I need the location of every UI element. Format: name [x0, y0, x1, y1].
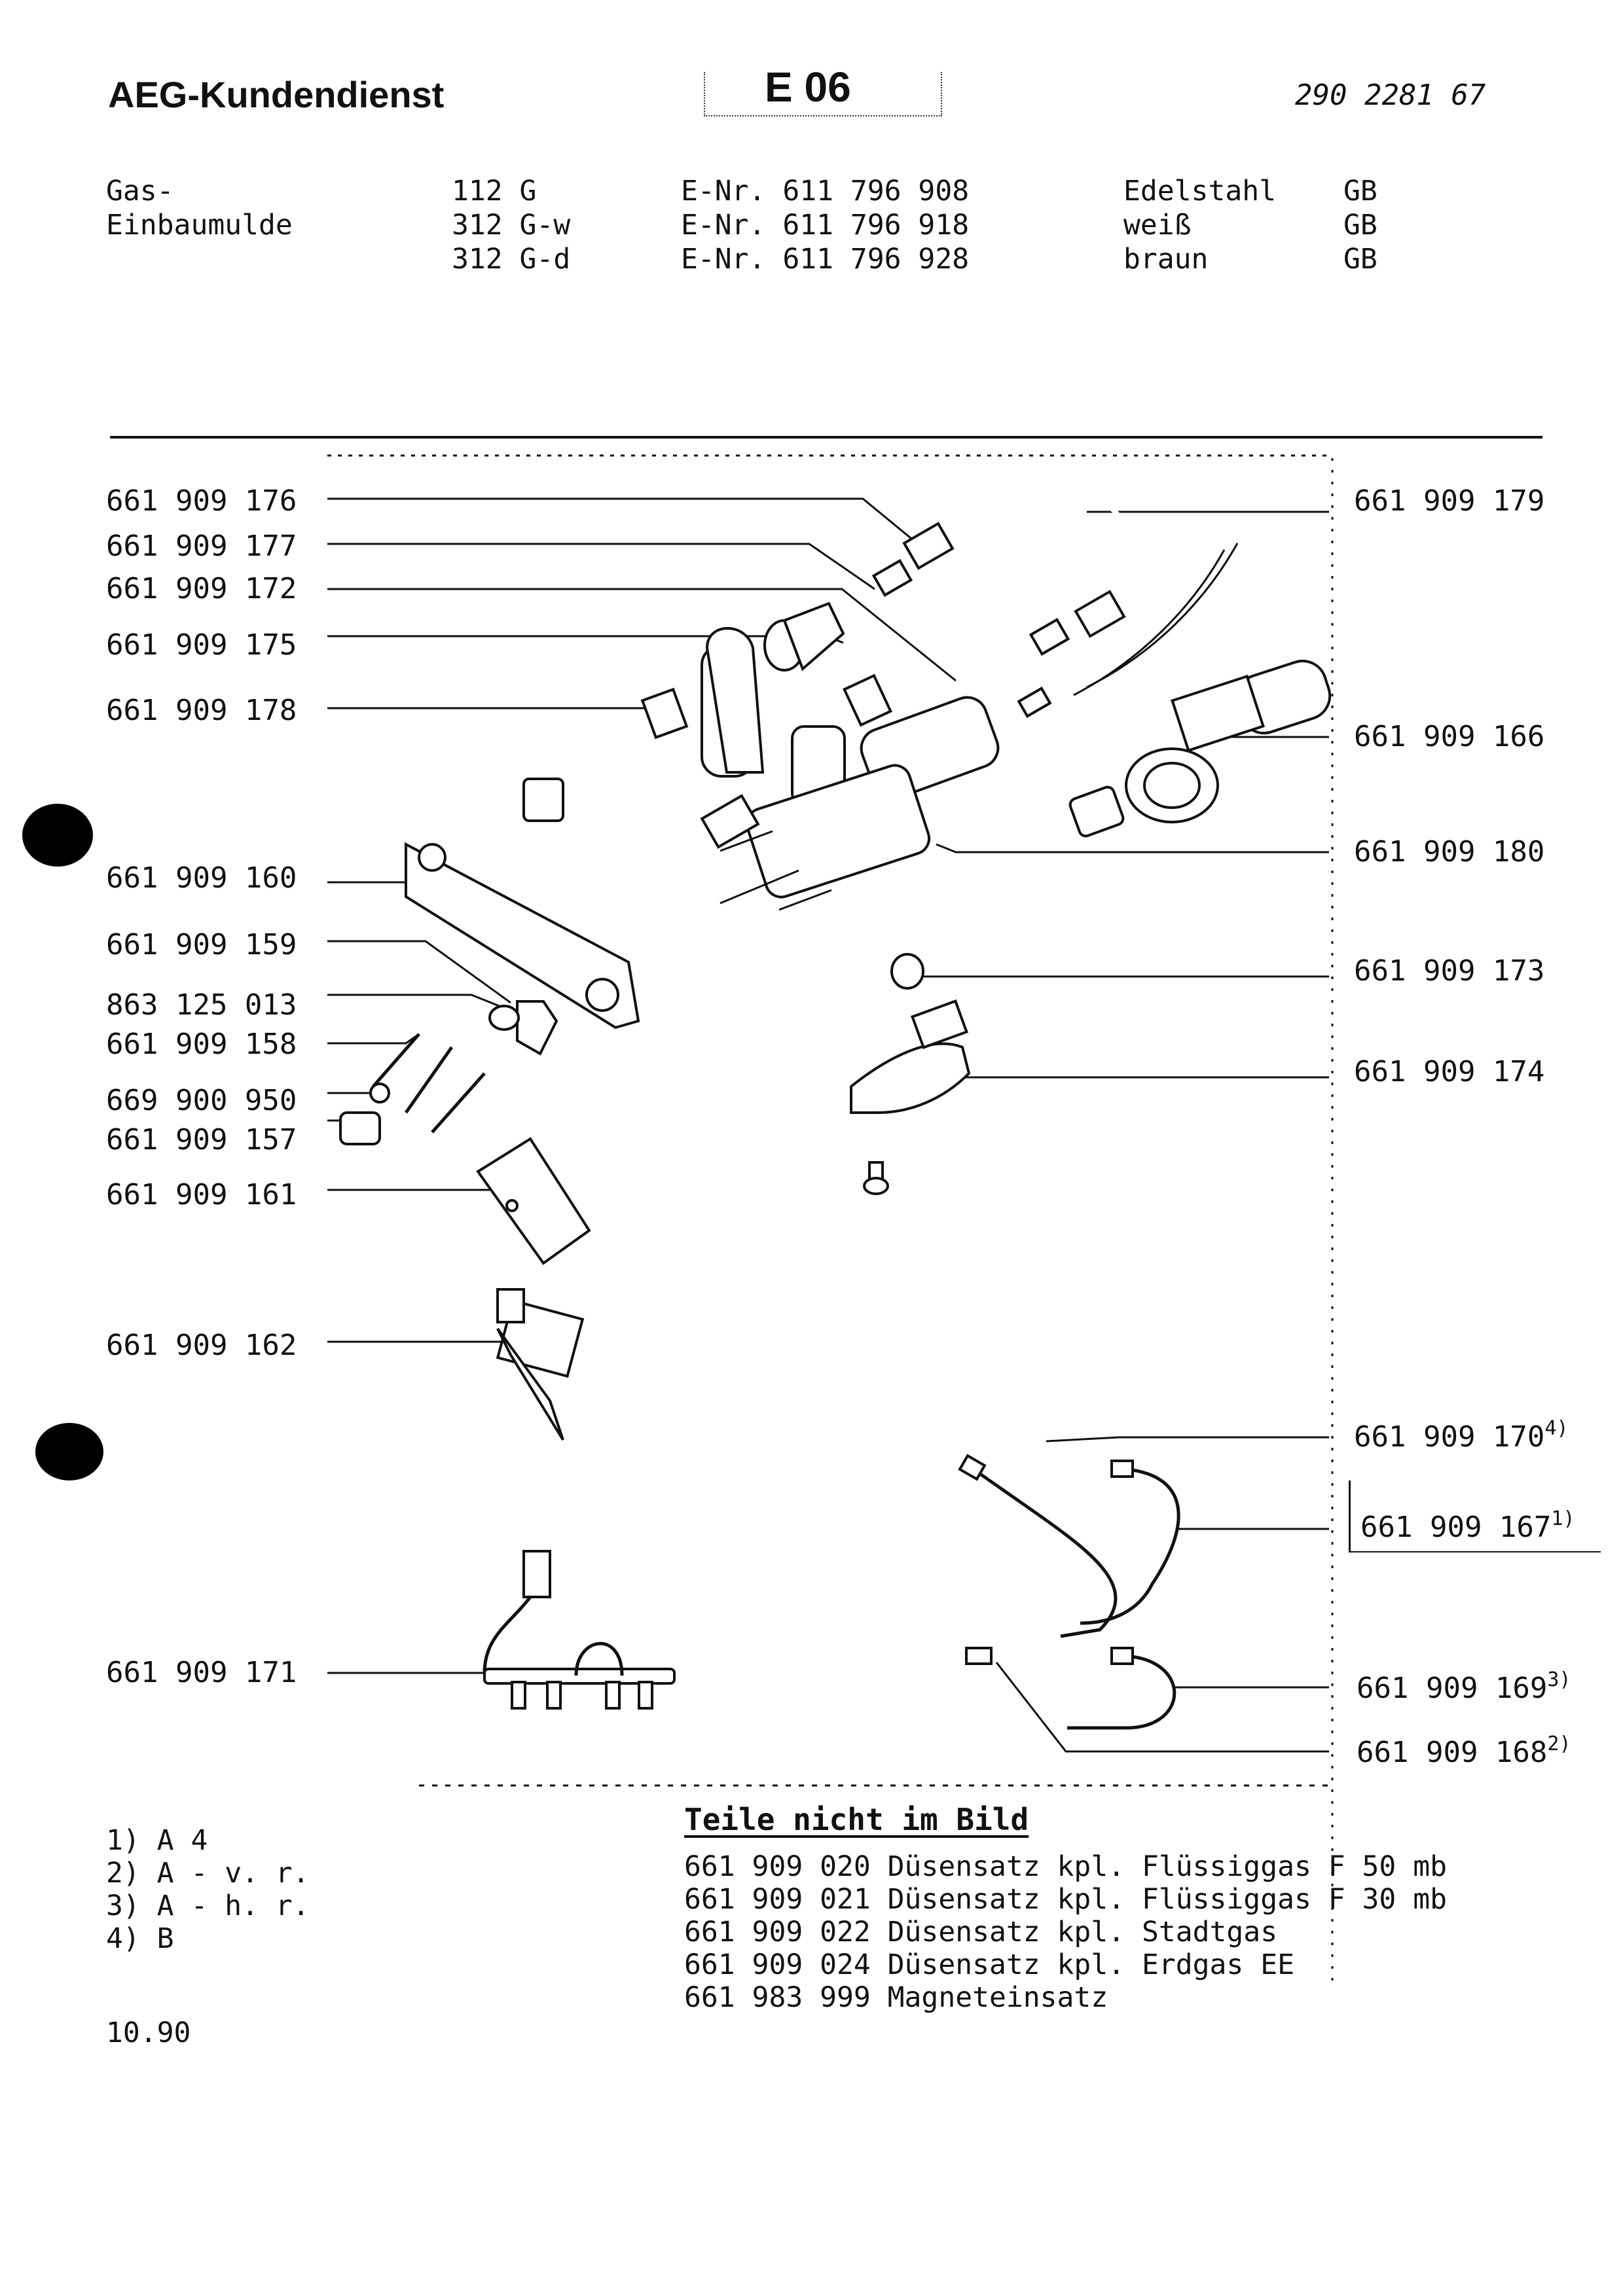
model-2: 312 G-w: [452, 209, 571, 242]
finish-3: braun: [1123, 243, 1209, 276]
part-number-right: 661 909 174: [1354, 1055, 1545, 1088]
not-shown-title: Teile nicht im Bild: [684, 1802, 1029, 1837]
part-number-right: 661 909 1682): [1357, 1732, 1571, 1769]
part-number-right: 661 909 166: [1354, 720, 1545, 753]
enr-1: E-Nr. 611 796 908: [681, 175, 970, 207]
footnote: 2) A - v. r.: [106, 1857, 310, 1890]
part-number-left: 661 909 176: [106, 484, 297, 518]
not-shown-item: 661 909 022 Düsensatz kpl. Stadtgas: [684, 1916, 1278, 1948]
enr-2: E-Nr. 611 796 918: [681, 209, 970, 242]
part-number-left: 661 909 175: [106, 628, 297, 662]
part-number-left: 669 900 950: [106, 1084, 297, 1117]
footnote: 3) A - h. r.: [106, 1890, 310, 1922]
model-3: 312 G-d: [452, 243, 571, 276]
not-shown-item: 661 909 021 Düsensatz kpl. Flüssiggas F …: [684, 1883, 1447, 1916]
document-number: 290 2281 67: [1295, 79, 1486, 112]
part-number-left: 661 909 178: [106, 694, 297, 727]
part-number-right: 661 909 179: [1354, 484, 1545, 518]
part-number-right: 661 909 1671): [1360, 1507, 1575, 1544]
part-number-right: 661 909 173: [1354, 954, 1545, 988]
part-number-right: 661 909 180: [1354, 835, 1545, 869]
part-number-left: 661 909 157: [106, 1123, 297, 1157]
part-number-left: 661 909 171: [106, 1656, 297, 1689]
country-3: GB: [1343, 243, 1377, 276]
enr-3: E-Nr. 611 796 928: [681, 243, 970, 276]
footnote: 1) A 4: [106, 1824, 208, 1857]
product-type-line1: Gas-: [106, 175, 174, 207]
part-number-left: 661 909 160: [106, 861, 297, 895]
part-number-right: 661 909 1693): [1357, 1668, 1571, 1705]
finish-2: weiß: [1123, 209, 1192, 242]
not-shown-item: 661 909 024 Düsensatz kpl. Erdgas EE: [684, 1948, 1294, 1981]
brand-title: AEG-Kundendienst: [108, 74, 445, 115]
not-shown-item: 661 909 020 Düsensatz kpl. Flüssiggas F …: [684, 1850, 1447, 1883]
part-number-left: 661 909 162: [106, 1329, 297, 1362]
part-167-box: [1349, 1480, 1601, 1552]
footnote: 4) B: [106, 1922, 174, 1955]
country-1: GB: [1343, 175, 1377, 207]
part-number-left: 661 909 161: [106, 1178, 297, 1211]
finish-1: Edelstahl: [1123, 175, 1276, 207]
country-2: GB: [1343, 209, 1377, 242]
not-shown-item: 661 983 999 Magneteinsatz: [684, 1981, 1108, 2014]
product-type-line2: Einbaumulde: [106, 209, 293, 242]
document-date: 10.90: [106, 2017, 191, 2049]
model-1: 112 G: [452, 175, 537, 207]
page-code: E 06: [765, 63, 851, 111]
part-number-left: 661 909 158: [106, 1028, 297, 1061]
part-number-left: 863 125 013: [106, 988, 297, 1022]
part-number-left: 661 909 172: [106, 572, 297, 605]
part-number-right: 661 909 1704): [1354, 1417, 1569, 1454]
part-number-left: 661 909 159: [106, 928, 297, 961]
part-number-left: 661 909 177: [106, 529, 297, 563]
code-bracket: [704, 72, 942, 117]
header-rule: [110, 436, 1542, 439]
